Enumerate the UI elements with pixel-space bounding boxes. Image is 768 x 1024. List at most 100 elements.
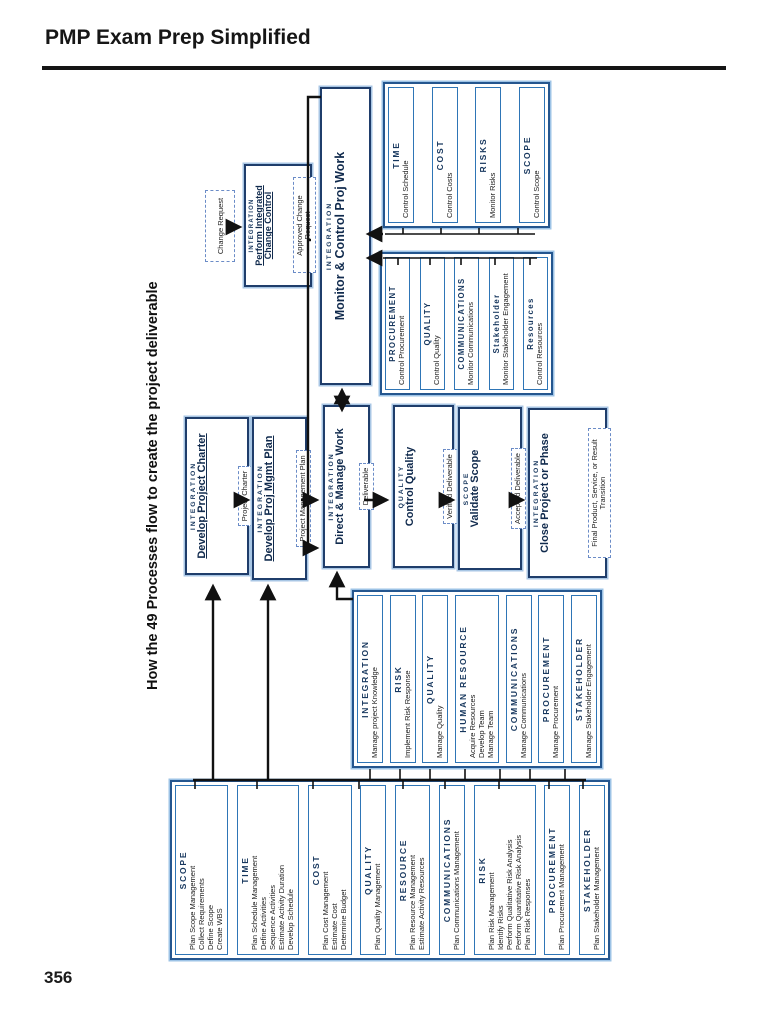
process-item: Estimate Activity Resources — [417, 857, 426, 950]
header-rule — [42, 66, 726, 70]
process-strip: RISK Implement Risk Response — [389, 595, 416, 763]
process-strip: STAKEHOLDER Plan Stakeholder Management — [579, 785, 605, 955]
artifact-accepted-deliverable: Accepted Deliverable — [511, 448, 526, 529]
process-item: Plan Quality Management — [373, 863, 383, 950]
process-item: Develop Schedule — [285, 889, 295, 950]
process-list: Monitor Stakeholder Engagement — [501, 262, 510, 385]
flow-title: Control Quality — [404, 446, 416, 527]
process-item: Monitor Risks — [488, 172, 498, 218]
process-list: Manage project Knowledge — [370, 600, 379, 758]
process-item: Collect Requirements — [197, 878, 206, 950]
diagram-canvas: How the 49 Processes flow to create the … — [145, 82, 611, 968]
flow-title: Develop Proj Mgmt Plan — [263, 435, 275, 562]
artifact-final-product: Final Product, Service, or Result Transi… — [587, 428, 611, 558]
process-list: Control Quality — [432, 262, 441, 385]
process-list: Manage Stakeholder Engagement — [584, 600, 593, 758]
artifact-project-charter: Project Charter — [238, 465, 253, 527]
process-item: Control Scope — [531, 170, 541, 218]
process-list: Control Resources — [535, 262, 544, 385]
process-item: Estimate Cost — [329, 903, 339, 950]
knowledge-area-header: STAKEHOLDER — [573, 637, 584, 721]
process-item: Develop Team — [476, 710, 486, 758]
flow-title: Monitor & Control Proj Work — [333, 151, 347, 321]
knowledge-area-header: SCOPE — [521, 135, 532, 175]
flow-title: Develop Project Charter — [196, 433, 208, 559]
knowledge-area-header: COMMUNICATIONS — [508, 626, 519, 732]
flow-box-develop-project-charter: INTEGRATION Develop Project Charter Proj… — [185, 417, 253, 575]
process-item: Plan Cost Management — [320, 871, 330, 950]
process-item: Manage Procurement — [551, 685, 561, 758]
process-item: Create WBS — [215, 908, 224, 950]
process-item: Perform Quantitative Risk Analysis — [513, 834, 523, 950]
knowledge-area-header: COST — [434, 139, 445, 171]
knowledge-area-header: INTEGRATION — [360, 640, 370, 718]
monitor-control-proj-work-box: INTEGRATION Monitor & Control Proj Work — [320, 87, 371, 385]
process-strip: QUALITY Manage Quality — [422, 595, 449, 763]
process-strip: Stakeholder Monitor Stakeholder Engageme… — [488, 257, 514, 390]
artifact-project-management-plan: Project Management Plan — [296, 450, 311, 547]
process-item: Manage Quality — [435, 705, 445, 758]
process-item: Control Quality — [431, 335, 441, 385]
process-list: Monitor Communications — [466, 262, 475, 385]
process-list: Manage Communications — [519, 600, 528, 758]
process-strip: QUALITY Plan Quality Management — [360, 785, 387, 955]
knowledge-area-header: RISK — [392, 665, 403, 693]
process-strip: COMMUNICATIONS Monitor Communications — [454, 257, 479, 390]
flow-title: Validate Scope — [469, 449, 481, 528]
process-list: Plan Quality Management — [373, 790, 382, 950]
process-strip: STAKEHOLDER Manage Stakeholder Engagemen… — [570, 595, 597, 763]
knowledge-area-header: PROCUREMENT — [388, 285, 397, 362]
process-item: Estimate Activity Duration — [276, 864, 286, 950]
process-item: Plan Procurement Management — [557, 844, 567, 950]
process-list: Control Costs — [445, 92, 454, 218]
knowledge-area-header: RESOURCE — [398, 838, 408, 902]
process-strip: COMMUNICATIONS Plan Communications Manag… — [438, 785, 465, 955]
process-strip: SCOPE Control Scope — [518, 87, 545, 223]
process-item: Acquire Resources — [467, 694, 477, 758]
knowledge-area-header: PROCUREMENT — [541, 635, 552, 723]
process-list: Control Procurement — [397, 262, 406, 385]
knowledge-area-header: RISKS — [478, 137, 489, 173]
process-list: Control Scope — [532, 92, 541, 218]
process-strip: TIME Control Schedule — [388, 87, 414, 223]
process-item: Plan Risk Management — [486, 872, 496, 950]
process-item: Plan Stakeholder Management — [592, 847, 601, 950]
process-item: Plan Schedule Management — [249, 855, 259, 950]
knowledge-area-header: QUALITY — [425, 654, 436, 704]
knowledge-area-header: TIME — [239, 856, 250, 884]
process-list: Control Schedule — [401, 92, 410, 218]
knowledge-area-header: RISK — [476, 856, 487, 884]
artifact-approved-change-request: Approved Change Request — [292, 177, 316, 274]
knowledge-area-header: COST — [310, 854, 321, 886]
flow-box-close-project-or-phase: INTEGRATION Close Project or Phase Final… — [528, 408, 611, 578]
knowledge-area-header: STAKEHOLDER — [582, 828, 592, 912]
process-item: Manage Stakeholder Engagement — [583, 644, 593, 758]
knowledge-area-header: COMMUNICATIONS — [457, 277, 466, 370]
knowledge-area-header: QUALITY — [363, 845, 374, 895]
process-item: Implement Risk Response — [402, 670, 412, 758]
process-strip: PROCUREMENT Manage Procurement — [538, 595, 565, 763]
process-list: Plan Communications Management — [452, 790, 461, 950]
perform-integrated-change-control-box: INTEGRATION Perform Integrated Change Co… — [244, 164, 316, 287]
process-item: Manage project Knowledge — [370, 667, 379, 758]
process-item: Manage Team — [485, 710, 495, 758]
process-item: Define Scope — [206, 904, 215, 950]
knowledge-area-header: HUMAN RESOURCE — [457, 625, 468, 733]
knowledge-area-header: COMMUNICATIONS — [441, 817, 452, 923]
process-item: Plan Resource Management — [408, 854, 417, 950]
process-item: Define Activities — [258, 897, 268, 950]
monitoring-group-right: TIME Control Schedule COST Control Costs… — [383, 82, 550, 228]
flow-title: Close Project or Phase — [539, 433, 551, 553]
flow-title: Perform Integrated Change Control — [254, 185, 274, 266]
flow-category: INTEGRATION — [326, 201, 333, 271]
